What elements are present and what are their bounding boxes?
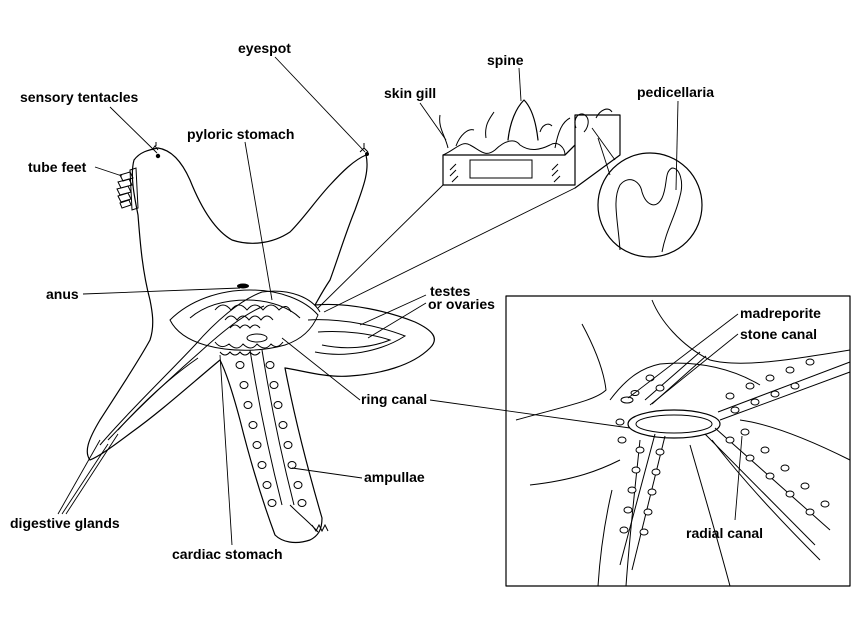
label-tube-feet: tube feet xyxy=(28,159,87,175)
label-eyespot: eyespot xyxy=(238,40,291,56)
label-pedicellaria: pedicellaria xyxy=(637,84,715,100)
label-spine: spine xyxy=(487,52,524,68)
label-skin-gill: skin gill xyxy=(384,85,437,101)
internal-organs xyxy=(99,283,407,533)
label-or-ovaries: or ovaries xyxy=(428,296,495,312)
arm-tip-details xyxy=(151,142,369,159)
ampullae-bubbles xyxy=(235,361,307,507)
leader-lines xyxy=(57,56,743,546)
label-madreporite: madreporite xyxy=(740,305,821,321)
inset-ampullae xyxy=(615,358,830,536)
pedicellaria-magnified xyxy=(597,152,703,258)
inset-connectors xyxy=(317,127,616,313)
label-anus: anus xyxy=(46,286,79,302)
tube-feet-cluster xyxy=(116,167,139,211)
label-pyloric-stomach: pyloric stomach xyxy=(187,126,295,142)
label-sensory-tentacles: sensory tentacles xyxy=(20,89,139,105)
label-cardiac-stomach: cardiac stomach xyxy=(172,546,283,562)
label-digestive-glands: digestive glands xyxy=(10,515,120,531)
label-stone-canal: stone canal xyxy=(740,326,818,342)
label-ring-canal: ring canal xyxy=(361,391,428,407)
label-testes: testes xyxy=(430,283,471,299)
skin-section-inset xyxy=(439,99,621,189)
label-ampullae: ampullae xyxy=(364,469,425,485)
starfish-outline xyxy=(86,147,435,544)
label-radial-canal: radial canal xyxy=(686,525,764,541)
